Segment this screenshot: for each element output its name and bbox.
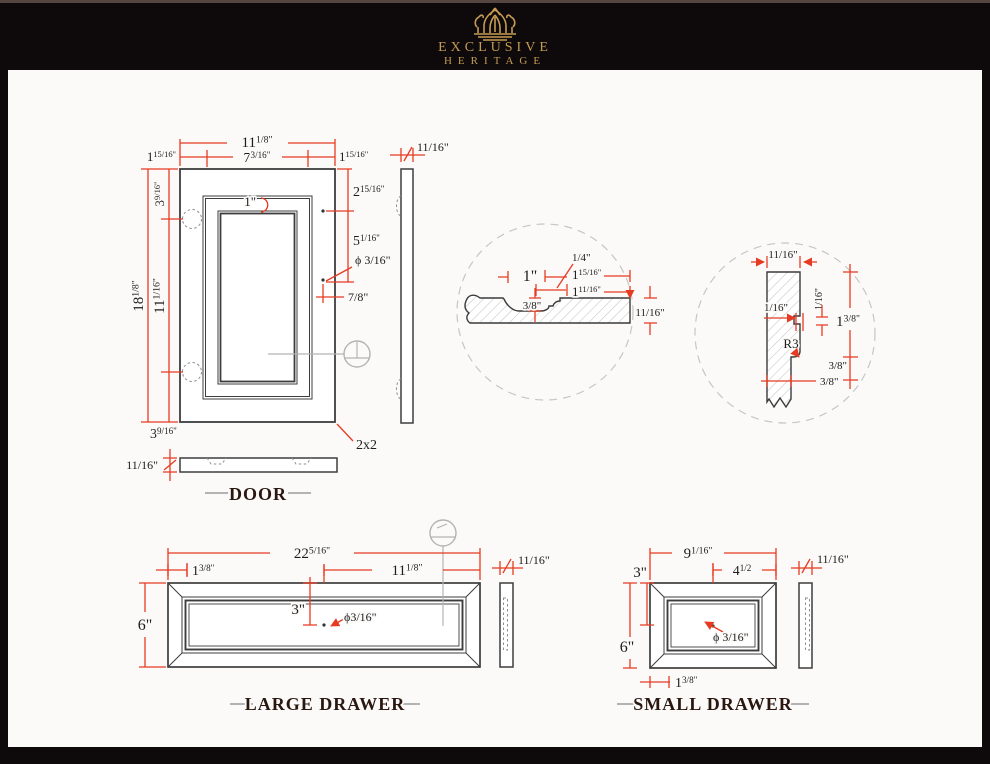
large-drawer-edge-view: 11/16" xyxy=(492,551,552,668)
brand-crest-icon xyxy=(474,7,516,41)
detail-circle xyxy=(456,223,634,401)
hinge-cup-top xyxy=(182,209,202,229)
large-drawer-front-view xyxy=(167,519,481,668)
large-drawer-dimensions: 225/16" 13/8" 111/8" 3" 6" ϕ3/16" xyxy=(136,544,481,668)
dim-large-drawer-hole-to-edge: 111/8" xyxy=(392,563,423,579)
door-edge-view: 11/16" xyxy=(390,138,451,424)
dim-edge-tongue: 3/8" xyxy=(820,376,839,388)
brand-header: EXCLUSIVE HERITAGE xyxy=(0,3,990,70)
dim-door-stile-right: 115/16" xyxy=(339,149,368,164)
dim-door-top-to-hole: 215/16" xyxy=(353,184,385,200)
dim-large-drawer-hole-diameter: ϕ3/16" xyxy=(344,610,377,624)
handle-hole-bottom xyxy=(321,278,325,282)
section-bubble-icon xyxy=(429,519,457,547)
dim-small-drawer-width: 91/16" xyxy=(684,546,713,562)
large-drawer-caption: LARGE DRAWER xyxy=(230,692,420,716)
dim-door-opening-width: 73/16" xyxy=(244,150,271,166)
dim-door-hole-spacing: 51/16" xyxy=(353,233,380,249)
dim-edge-radius: R3 xyxy=(783,336,798,351)
note-door-frame: 2x2 xyxy=(356,438,377,453)
dim-door-top-to-hinge: 39/16" xyxy=(152,182,167,207)
dim-door-panel-reveal: 1" xyxy=(244,194,256,209)
dim-large-drawer-corner: 13/8" xyxy=(192,563,215,579)
dim-large-drawer-width: 225/16" xyxy=(294,546,330,562)
dim-profile-one-inch: 1" xyxy=(523,268,538,285)
hinge-cup-mark-bottom xyxy=(396,378,402,400)
door-label: DOOR xyxy=(229,484,287,504)
dim-profile-thickness: 11/16" xyxy=(635,307,664,319)
dim-profile-depth: 3/8" xyxy=(523,300,542,312)
dim-small-drawer-center-to-edge: 41/2 xyxy=(733,563,752,579)
hinge-cup-mark-top xyxy=(396,195,402,217)
brand-subname: HERITAGE xyxy=(443,55,547,67)
small-drawer-edge-view: 11/16" xyxy=(791,550,851,669)
dim-small-drawer-top-to-hole: 3" xyxy=(633,565,647,581)
dim-profile-wide: 115/16" xyxy=(572,267,601,282)
dim-large-drawer-top-to-hole: 3" xyxy=(291,602,305,618)
dim-edge-notch-depth: 1/16" xyxy=(764,302,788,314)
dim-door-hinge-spacing: 111/16" xyxy=(152,278,168,314)
handle-hole xyxy=(322,623,326,627)
top-accent-line xyxy=(0,0,990,3)
door-panel xyxy=(219,212,296,383)
section-bubble-icon xyxy=(343,340,371,368)
dim-edge-notch-height: 1/16" xyxy=(814,288,825,310)
dim-door-edge-thickness: 11/16" xyxy=(417,140,449,154)
small-drawer-dimensions: 91/16" 41/2 3" 6" 13/8" ϕ 3/16" xyxy=(618,544,777,693)
door-top-section: 11/16" DOOR xyxy=(124,449,338,506)
dim-small-drawer-height: 6" xyxy=(620,639,635,656)
small-drawer-caption: SMALL DRAWER xyxy=(617,692,809,716)
dim-small-drawer-thickness: 11/16" xyxy=(817,552,849,566)
dim-door-hole-edge-offset: 7/8" xyxy=(348,290,368,304)
panel-profile-detail: 1" 1/4" 115/16" 111/16" 3/8" 11/16" xyxy=(456,223,666,401)
dim-door-overall-width: 111/8" xyxy=(242,135,273,151)
brand-name: EXCLUSIVE xyxy=(438,40,552,55)
dim-door-hole-diameter: ϕ 3/16" xyxy=(355,253,391,267)
dim-door-section-thickness: 11/16" xyxy=(126,458,158,472)
small-drawer-front-view xyxy=(649,582,777,669)
handle-hole-top xyxy=(321,209,325,213)
door-front-view xyxy=(179,168,371,423)
dim-edge-width: 11/16" xyxy=(768,249,797,261)
dim-door-stile-left: 115/16" xyxy=(147,149,176,164)
panel-profile-shape xyxy=(464,294,631,324)
dim-large-drawer-thickness: 11/16" xyxy=(518,553,550,567)
hinge-cup-bottom xyxy=(182,362,202,382)
large-drawer-label: LARGE DRAWER xyxy=(245,694,406,714)
dim-large-drawer-height: 6" xyxy=(138,617,153,634)
edge-profile-detail: 11/16" 1/16" 1/16" 13/8" 3/8" 3/8" R3 xyxy=(694,242,876,424)
dim-profile-quarter: 1/4" xyxy=(572,252,591,264)
small-drawer-label: SMALL DRAWER xyxy=(633,694,793,714)
dim-edge-face: 13/8" xyxy=(836,314,860,330)
detail-circle xyxy=(694,242,876,424)
door-dimensions: 111/8" 73/16" 115/16" 115/16" 181/8" 39/… xyxy=(129,133,393,455)
dim-small-drawer-corner: 13/8" xyxy=(675,675,698,691)
dim-edge-step: 3/8" xyxy=(828,360,847,372)
dim-profile-narrow: 111/16" xyxy=(572,284,601,299)
dim-small-drawer-hole-diameter: ϕ 3/16" xyxy=(713,630,749,644)
dim-door-bottom-to-hinge: 39/16" xyxy=(150,426,177,442)
dim-door-overall-height: 181/8" xyxy=(131,280,147,311)
